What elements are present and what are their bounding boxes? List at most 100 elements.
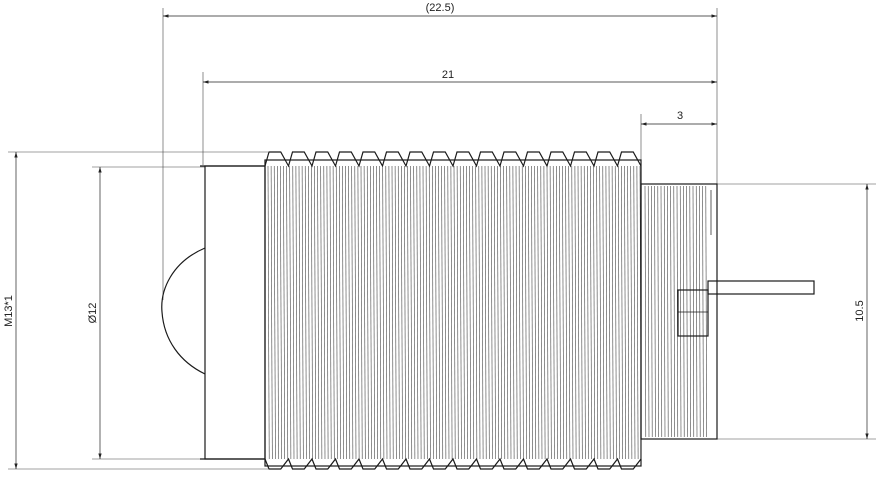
shank-hatch-line [657, 185, 659, 438]
thread-hatch-line [317, 165, 320, 460]
thread-hatch-line [314, 165, 316, 460]
thread-hatch-line [360, 165, 363, 460]
thread-hatch-line [605, 165, 608, 460]
thread-hatch-line [410, 165, 413, 460]
lens-dome [161, 247, 206, 375]
thread-hatch-line [348, 165, 351, 460]
thread-hatch-line [301, 165, 304, 460]
thread-hatch-line [273, 165, 276, 460]
thread-hatch-line [270, 165, 273, 460]
thread-hatch-line [506, 165, 509, 460]
thread-hatch-line [283, 165, 285, 460]
connector-slot [677, 289, 709, 337]
shank-hatch-line [660, 185, 663, 438]
threaded-body [264, 151, 642, 470]
thread-hatch-line [531, 165, 533, 460]
thread-hatch-line [602, 165, 605, 460]
shank-hatch-line [702, 185, 704, 438]
thread-hatch-line [478, 165, 481, 460]
thread-hatch-line [543, 165, 546, 460]
dimension-thread: M13*1 [3, 151, 268, 470]
thread-hatch-line [593, 165, 595, 460]
shank-hatch-line [692, 185, 695, 438]
dimension-rear-diameter: 10.5 [717, 183, 876, 440]
thread-hatch-line [611, 165, 614, 460]
thread-hatch-line [577, 165, 580, 460]
thread-hatch-line [339, 165, 341, 460]
thread-hatch-line [528, 165, 530, 460]
thread-hatch-line [621, 165, 623, 460]
thread-label: M13*1 [3, 295, 15, 327]
thread-hatch-line [618, 165, 620, 460]
thread-hatch-line [624, 165, 626, 460]
thread-hatch-line [391, 165, 394, 460]
thread-hatch-line [366, 165, 369, 460]
thread-hatch-line [546, 165, 549, 460]
thread-hatch-line [332, 165, 335, 460]
thread-hatch-line [562, 165, 564, 460]
thread-hatch-line [432, 165, 434, 460]
shank-hatch-line [689, 185, 691, 438]
thread-hatch-line [329, 165, 332, 460]
thread-hatch-line [404, 165, 406, 460]
thread-hatch-line [280, 165, 282, 460]
thread-hatch-line [549, 165, 552, 460]
thread-hatch-line [289, 165, 292, 460]
thread-hatch-line [587, 165, 589, 460]
front-bezel [200, 165, 266, 460]
thread-hatch-line [335, 165, 338, 460]
thread-hatch-line [416, 165, 419, 460]
thread-hatch-line [565, 165, 568, 460]
thread-hatch-line [413, 165, 416, 460]
thread-hatch-line [376, 165, 378, 460]
rear-length-label: 3 [677, 110, 683, 122]
thread-crest-top [264, 151, 642, 168]
thread-hatch-line [574, 165, 577, 460]
shank-hatch-line [670, 185, 672, 438]
thread-hatch-line [453, 165, 456, 460]
thread-hatch-line [503, 165, 506, 460]
thread-hatch-line [494, 165, 496, 460]
thread-hatch-line [351, 165, 354, 460]
thread-hatch-line [630, 165, 633, 460]
rear-diameter-label: 10.5 [854, 300, 866, 321]
thread-hatch-line [425, 165, 428, 460]
thread-hatch-line [466, 165, 468, 460]
thread-hatch-line [320, 165, 323, 460]
thread-hatch-line [500, 165, 502, 460]
thread-hatch-line [472, 165, 475, 460]
thread-hatch-line [373, 165, 375, 460]
overall-length-label: (22.5) [426, 2, 455, 14]
thread-hatch-line [357, 165, 360, 460]
shank-hatch-line [705, 185, 707, 438]
thread-hatch-line [515, 165, 518, 460]
thread-hatch-line [363, 165, 366, 460]
thread-hatch-line [540, 165, 543, 460]
thread-hatch-line [534, 165, 537, 460]
thread-hatch-line [481, 165, 484, 460]
thread-hatch-line [463, 165, 465, 460]
thread-hatch-line [484, 165, 487, 460]
shank-hatch-line [699, 185, 701, 438]
thread-hatch-line [490, 165, 493, 460]
rear-shank [640, 183, 718, 440]
thread-hatch-line [509, 165, 512, 460]
body-length-label: 21 [442, 69, 454, 81]
thread-hatch-line [441, 165, 444, 460]
thread-hatch-line [385, 165, 388, 460]
thread-hatch-line [518, 165, 521, 460]
shank-hatch-line [663, 185, 666, 438]
thread-hatch-line [286, 165, 289, 460]
thread-hatch-line [444, 165, 447, 460]
thread-hatch-line [590, 165, 592, 460]
thread-hatch-line [323, 165, 326, 460]
dimension-overall-length: (22.5) [162, 2, 718, 300]
thread-hatch-line [469, 165, 471, 460]
thread-hatch-line [552, 165, 555, 460]
thread-hatch-line [525, 165, 527, 460]
thread-hatch-line [428, 165, 431, 460]
thread-hatch-line [459, 165, 462, 460]
thread-hatch-line [295, 165, 298, 460]
thread-hatch-line [370, 165, 372, 460]
